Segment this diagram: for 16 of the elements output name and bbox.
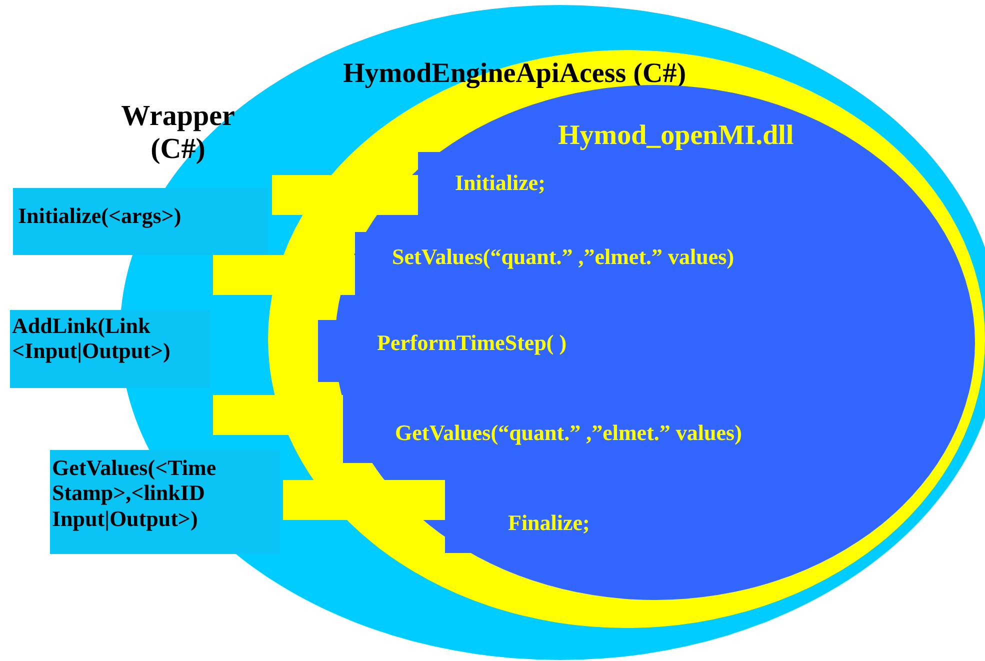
layer-title: Hymod_openMI.dll (558, 120, 794, 152)
method-label: Finalize; (508, 510, 590, 536)
method-label: Initialize(<args>) (18, 203, 182, 228)
method-tab (13, 188, 268, 255)
method-label: AddLink(Link <Input|Output>) (12, 313, 172, 364)
method-label: PerformTimeStep( ) (377, 330, 567, 356)
interface-tab (272, 175, 418, 215)
method-label: GetValues(“quant.” ,”elmet.” values) (395, 420, 742, 446)
interface-tab (283, 480, 445, 520)
interface-tab (213, 395, 343, 435)
method-label: Initialize; (455, 170, 546, 196)
method-tab (50, 450, 280, 554)
method-label: SetValues(“quant.” ,”elmet.” values) (392, 244, 734, 270)
method-tab (10, 310, 210, 388)
interface-tab (213, 255, 355, 295)
method-label: GetValues(<Time Stamp>,<linkID Input|Output>) (52, 455, 218, 531)
